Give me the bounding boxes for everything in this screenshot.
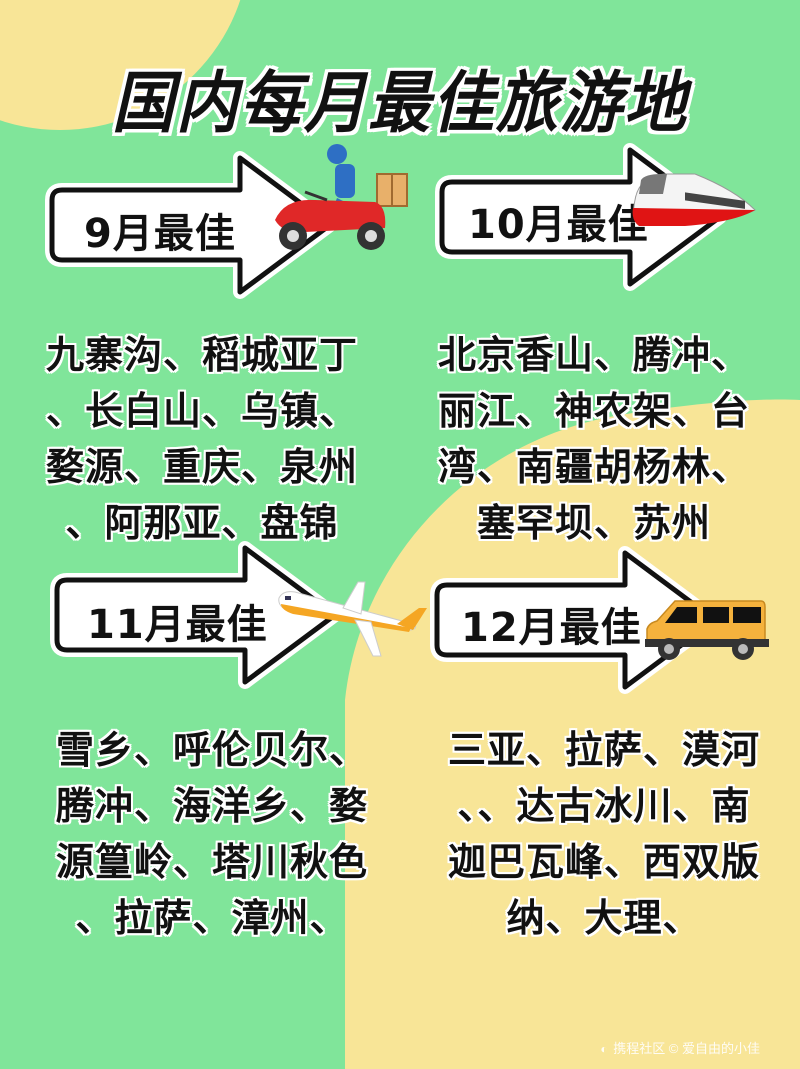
destination-line: 九寨沟、稻城亚丁 xyxy=(45,333,358,377)
destinations-october: 北京香山、腾冲、 丽江、神农架、台 湾、南疆胡杨林、 塞罕坝、苏州 xyxy=(414,327,774,551)
month-card-december: 12月最佳 xyxy=(425,545,800,695)
page-title: 国内每月最佳旅游地 xyxy=(111,63,688,143)
month-label: 10月最佳 xyxy=(468,202,649,248)
destination-line: 、拉萨、漳州、 xyxy=(75,896,349,940)
destinations-november: 雪乡、呼伦贝尔、 腾冲、海洋乡、婺 源篁岭、塔川秋色 、拉萨、漳州、 xyxy=(32,722,392,946)
destinations-december: 三亚、拉萨、漠河 、、达古冰川、南 迦巴瓦峰、西双版 纳、大理、 xyxy=(424,722,784,946)
airplane-icon xyxy=(278,581,427,657)
destinations-september: 九寨沟、稻城亚丁 、长白山、乌镇、 婺源、重庆、泉州 、阿那亚、盘锦 xyxy=(22,327,382,551)
destination-line: 丽江、神农架、台 xyxy=(437,389,750,433)
destination-line: 源篁岭、塔川秋色 xyxy=(55,840,368,884)
destination-line: 湾、南疆胡杨林、 xyxy=(437,445,750,489)
destination-line: 雪乡、呼伦贝尔、 xyxy=(55,728,368,772)
destination-line: 北京香山、腾冲、 xyxy=(437,333,750,377)
high-speed-train-icon xyxy=(632,173,756,226)
van-icon xyxy=(645,600,769,660)
month-label: 11月最佳 xyxy=(87,602,268,648)
month-card-september: 9月最佳 xyxy=(40,144,420,300)
month-label: 9月最佳 xyxy=(84,211,236,257)
ctrip-logo-icon: ◐ xyxy=(600,1042,608,1056)
destination-line: 塞罕坝、苏州 xyxy=(476,501,711,545)
watermark-text: 携程社区 © 爱自由的小佳 xyxy=(613,1041,760,1056)
arrow-shape xyxy=(50,541,342,689)
destination-line: 婺源、重庆、泉州 xyxy=(45,445,358,489)
destination-line: 腾冲、海洋乡、婺 xyxy=(55,784,368,828)
destination-line: 三亚、拉萨、漠河 xyxy=(447,728,760,772)
destination-line: 纳、大理、 xyxy=(506,896,702,940)
scooter-delivery-icon xyxy=(275,144,408,250)
month-card-november: 11月最佳 xyxy=(45,540,435,690)
arrow-shape xyxy=(430,546,722,694)
destination-line: 、阿那亚、盘锦 xyxy=(65,501,339,545)
month-card-october: 10月最佳 xyxy=(430,142,800,292)
destination-line: 、长白山、乌镇、 xyxy=(45,389,358,433)
destination-line: 、、达古冰川、南 xyxy=(457,784,751,828)
watermark: ◐ 携程社区 © 爱自由的小佳 xyxy=(600,1038,760,1057)
arrow-shape xyxy=(45,151,337,299)
destination-line: 迦巴瓦峰、西双版 xyxy=(447,840,760,884)
month-label: 12月最佳 xyxy=(461,605,642,651)
